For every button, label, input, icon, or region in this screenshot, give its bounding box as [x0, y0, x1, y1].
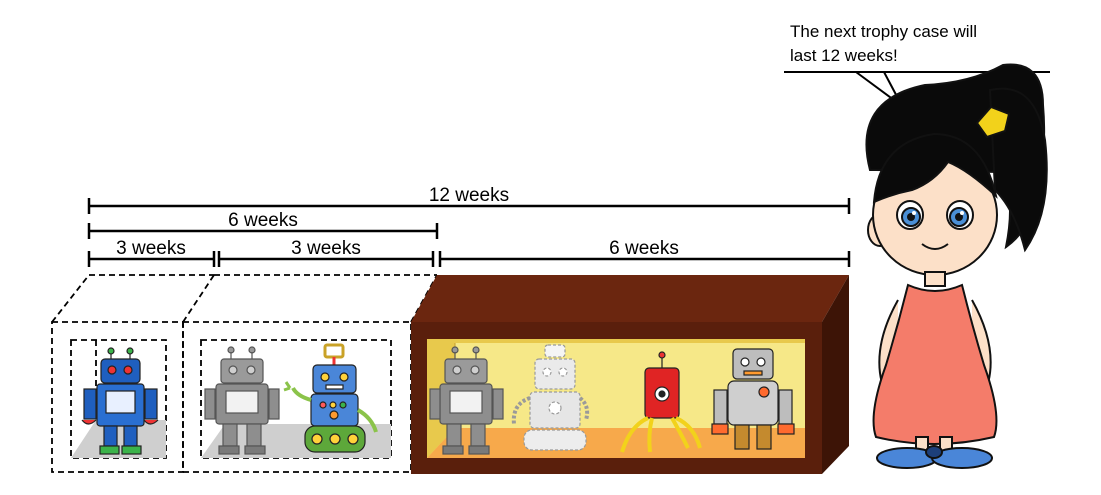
label-12-weeks: 12 weeks	[429, 185, 509, 206]
bracket-6-weeks-first	[87, 223, 439, 239]
bracket-3-weeks-a	[87, 251, 216, 267]
silver-robot-icon	[511, 344, 590, 451]
blue-green-robot-icon	[283, 343, 378, 453]
speech-text: The next trophy case will last 12 weeks!	[790, 20, 1040, 68]
bracket-3-weeks-b	[217, 251, 435, 267]
label-6-weeks-first: 6 weeks	[228, 210, 298, 231]
timeline	[87, 198, 851, 267]
label-6-weeks-next: 6 weeks	[609, 238, 679, 259]
label-3-weeks-a: 3 weeks	[116, 238, 186, 259]
gray-robot-icon	[429, 346, 504, 455]
case1-floor	[71, 420, 166, 458]
speech-line-1: The next trophy case will	[790, 22, 978, 41]
red-spider-robot-icon	[620, 351, 702, 453]
speech-line-2: last 12 weeks!	[790, 46, 898, 65]
bracket-6-weeks-next	[438, 251, 851, 267]
orange-robot-icon	[711, 348, 795, 450]
bracket-12-weeks	[87, 198, 851, 214]
girl-character-icon	[865, 63, 1048, 469]
gray-robot-icon	[204, 346, 280, 455]
label-3-weeks-b: 3 weeks	[291, 238, 361, 259]
blue-robot-icon	[81, 347, 159, 455]
